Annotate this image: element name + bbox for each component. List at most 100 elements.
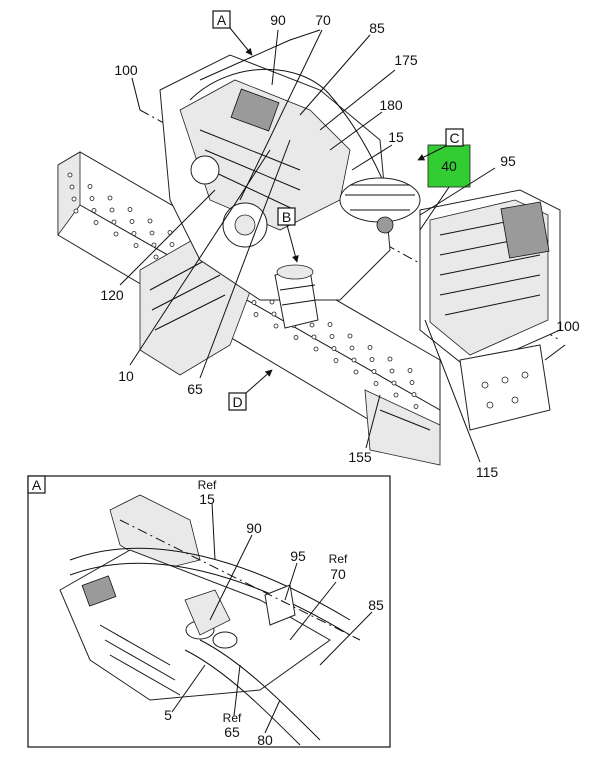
callout-120: 120 xyxy=(100,287,124,303)
callout-180: 180 xyxy=(379,97,403,113)
plate-hole xyxy=(89,196,95,201)
callout-70: 70 xyxy=(315,12,331,28)
plate-hole xyxy=(271,311,277,317)
detail-ref-15-num: 15 xyxy=(199,491,215,507)
cooling-module xyxy=(419,189,561,371)
plate-hole xyxy=(113,231,119,237)
svg-text:D: D xyxy=(232,394,242,410)
plate-hole xyxy=(73,208,79,214)
detail-drawing xyxy=(59,494,361,746)
plate-hole xyxy=(311,334,317,340)
svg-text:A: A xyxy=(217,12,227,28)
plate-hole xyxy=(71,196,77,202)
plate-hole xyxy=(153,254,159,260)
plate-hole xyxy=(109,207,115,213)
callout-65: 65 xyxy=(187,381,203,397)
plate-hole xyxy=(133,243,139,248)
plate-hole xyxy=(411,392,417,397)
plate-hole xyxy=(149,230,155,236)
plate-hole xyxy=(347,333,353,339)
plate-hole xyxy=(309,322,315,328)
callout-numbers: 90 70 85 175 100 180 15 95 120 10 65 100… xyxy=(100,12,580,480)
belt-drive xyxy=(339,177,421,234)
plate-hole xyxy=(151,242,157,248)
plate-hole xyxy=(67,172,73,178)
plate-hole xyxy=(169,242,175,247)
plate-hole xyxy=(353,369,359,375)
detail-ref-65-ref: Ref xyxy=(223,711,242,725)
plate-hole xyxy=(327,322,333,327)
view-label-a: A xyxy=(212,10,253,56)
plate-hole xyxy=(333,358,339,363)
detail-ref-70-num: 70 xyxy=(330,566,346,582)
callout-100-right: 100 xyxy=(556,318,580,334)
detail-ref-15-ref: Ref xyxy=(198,478,217,492)
detail-ref-70-ref: Ref xyxy=(329,552,348,566)
plate-hole xyxy=(351,357,357,363)
plate-hole xyxy=(269,299,275,305)
svg-text:C: C xyxy=(449,130,459,146)
detail-callout-80: 80 xyxy=(257,732,273,748)
plate-hole xyxy=(91,208,97,213)
plate-hole xyxy=(273,323,279,329)
callout-175: 175 xyxy=(394,52,418,68)
plate-hole xyxy=(313,346,319,352)
detail-callout-90: 90 xyxy=(246,520,262,536)
plate-hole xyxy=(69,184,75,190)
plate-hole xyxy=(407,368,413,373)
plate-hole xyxy=(393,392,399,398)
plate-hole xyxy=(373,381,379,386)
right-bracket xyxy=(459,344,551,431)
plate-hole xyxy=(107,195,113,201)
plate-hole xyxy=(389,368,395,374)
engine-block xyxy=(159,54,391,301)
plate-hole xyxy=(413,404,419,409)
view-label-d: D xyxy=(228,369,273,411)
detail-view-a: A Re xyxy=(27,475,391,748)
view-label-c: C xyxy=(417,128,464,161)
plate-hole xyxy=(87,184,93,189)
plate-hole xyxy=(387,356,393,362)
detail-callout-5: 5 xyxy=(164,707,172,723)
filter-housing xyxy=(274,264,319,329)
plate-hole xyxy=(369,357,375,362)
callout-15: 15 xyxy=(388,129,404,145)
engine-assembly-drawing: 40 A B C D xyxy=(57,10,580,480)
callout-leaders xyxy=(119,29,566,463)
highlight-label: 40 xyxy=(441,158,457,174)
plate-hole xyxy=(131,231,137,236)
callout-95: 95 xyxy=(500,153,516,169)
plate-hole xyxy=(329,334,335,339)
plate-hole xyxy=(251,300,257,305)
callout-100-left: 100 xyxy=(114,62,138,78)
plate-hole xyxy=(293,335,299,340)
detail-ref-65-num: 65 xyxy=(224,724,240,740)
detail-callout-numbers: Ref 15 90 95 Ref 70 85 5 Ref 65 80 xyxy=(164,478,384,748)
plate-hole xyxy=(127,207,133,212)
plate-hole xyxy=(147,218,153,224)
detail-leaders xyxy=(171,502,373,734)
plate-hole xyxy=(253,312,259,317)
callout-90: 90 xyxy=(270,12,286,28)
plate-hole xyxy=(111,219,117,225)
lower-bracket xyxy=(364,389,441,466)
callout-155: 155 xyxy=(348,449,372,465)
plate-hole xyxy=(391,380,397,386)
plate-hole xyxy=(371,369,377,374)
plate-hole xyxy=(409,380,415,385)
plate-hole xyxy=(129,219,135,224)
plate-hole xyxy=(331,346,337,351)
plate-hole xyxy=(349,345,355,351)
detail-callout-95: 95 xyxy=(290,548,306,564)
svg-text:B: B xyxy=(282,209,291,225)
callout-85: 85 xyxy=(369,20,385,36)
plate-hole xyxy=(367,345,373,350)
view-label-b: B xyxy=(277,207,299,263)
detail-callout-85: 85 xyxy=(368,597,384,613)
plate-hole xyxy=(93,220,99,225)
callout-115: 115 xyxy=(476,464,499,480)
detail-view-label xyxy=(27,475,46,494)
callout-10: 10 xyxy=(118,368,134,384)
svg-text:A: A xyxy=(32,477,42,493)
